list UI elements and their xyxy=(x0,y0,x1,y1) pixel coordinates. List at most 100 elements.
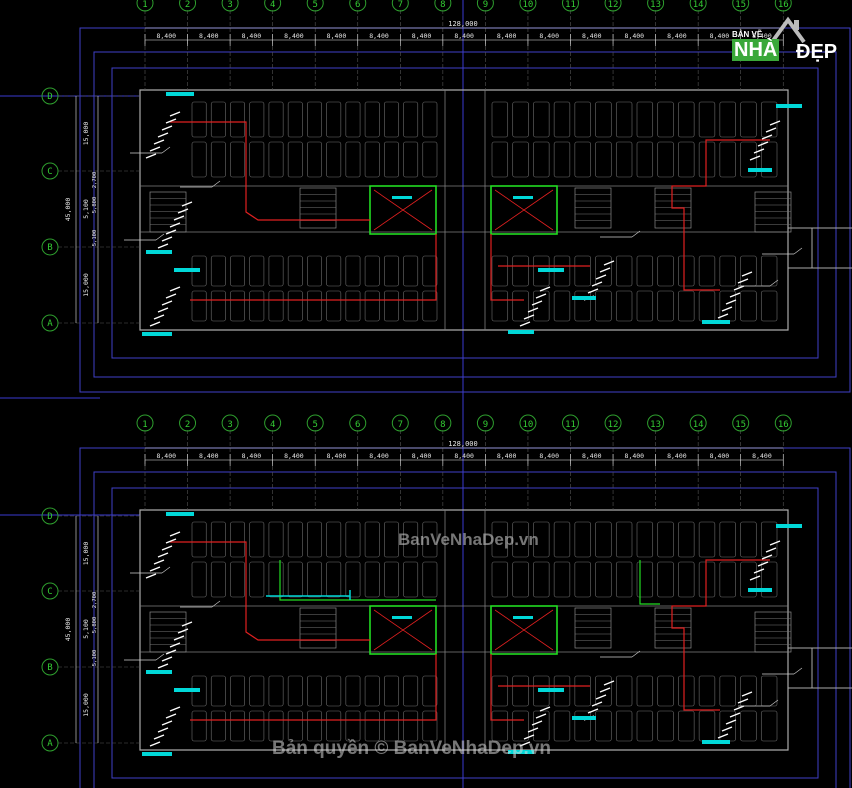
riser xyxy=(603,260,615,266)
pipe-run xyxy=(671,559,770,711)
desk-block xyxy=(364,141,380,178)
desk-block xyxy=(326,710,342,742)
desk-block xyxy=(719,141,736,178)
desk-block xyxy=(307,255,322,287)
desk-block xyxy=(249,710,265,742)
overall-dim: 45,000 xyxy=(64,618,72,642)
column-label: 16 xyxy=(778,420,789,430)
bay-dim: 8,400 xyxy=(454,32,474,40)
grid-bubble xyxy=(774,0,792,12)
desk-block xyxy=(268,101,284,138)
desk-block xyxy=(678,141,695,178)
stair-core xyxy=(299,607,337,649)
grid-bubble xyxy=(519,0,537,12)
desk-block xyxy=(345,710,361,742)
desk-block xyxy=(422,521,438,558)
riser xyxy=(531,300,543,306)
riser xyxy=(173,635,185,641)
pipe-tag xyxy=(776,524,802,528)
desk-block xyxy=(760,675,778,707)
desk-block xyxy=(574,521,591,558)
desk-block xyxy=(574,290,591,322)
column-label: 12 xyxy=(608,0,619,10)
riser xyxy=(145,573,157,579)
pipe-tag xyxy=(538,688,564,692)
annotation-leader xyxy=(793,247,803,255)
pipe-tag xyxy=(174,268,200,272)
riser xyxy=(165,293,177,299)
desk-block xyxy=(345,521,361,558)
grid-bubble xyxy=(562,0,579,12)
desk-block xyxy=(422,710,438,742)
desk-block xyxy=(403,561,419,598)
desk-block xyxy=(698,141,716,178)
desk-block xyxy=(553,141,571,178)
column-label: 4 xyxy=(270,420,275,430)
desk-block xyxy=(533,561,550,598)
annotation-leader xyxy=(631,650,641,658)
desk-block xyxy=(287,141,303,178)
desk-block xyxy=(678,521,695,558)
riser xyxy=(717,733,729,739)
shaft xyxy=(369,185,437,235)
desk-block xyxy=(249,521,265,558)
grid-bubble xyxy=(604,414,622,432)
bay-dim: 8,400 xyxy=(156,452,176,460)
desk-block xyxy=(636,255,654,287)
desk-block xyxy=(345,255,361,287)
column-label: 7 xyxy=(398,420,403,430)
riser xyxy=(717,313,729,319)
feeder-line xyxy=(279,560,436,601)
bay-dim: 8,400 xyxy=(156,32,176,40)
desk-block xyxy=(698,290,716,322)
desk-block xyxy=(574,561,591,598)
desk-block xyxy=(657,255,674,287)
column-label: 8 xyxy=(440,0,445,10)
riser xyxy=(161,720,173,726)
annotation-leader xyxy=(161,566,171,574)
grid-bubble xyxy=(41,238,59,256)
row-label: D xyxy=(47,92,52,102)
desk-block xyxy=(719,255,736,287)
desk-block xyxy=(287,521,303,558)
annotation-leader xyxy=(161,146,171,154)
riser xyxy=(753,148,765,154)
column-label: 3 xyxy=(227,0,232,10)
riser xyxy=(169,531,181,537)
grid-bubble xyxy=(41,658,59,676)
building-outline xyxy=(139,89,789,331)
bay-dim: 8,400 xyxy=(497,32,517,40)
desk-block xyxy=(491,521,509,558)
logo-line1: BẢN VẼ xyxy=(732,30,763,39)
grid-bubble xyxy=(41,582,59,600)
pipe-tag xyxy=(166,512,194,516)
desk-block xyxy=(249,101,265,138)
desk-block xyxy=(574,141,591,178)
desk-block xyxy=(384,561,399,598)
desk-block xyxy=(595,561,612,598)
column-label: 10 xyxy=(523,420,534,430)
desk-block xyxy=(553,290,571,322)
desk-block xyxy=(553,521,571,558)
riser xyxy=(157,552,169,558)
riser xyxy=(169,642,181,648)
desk-block xyxy=(553,561,571,598)
desk-block xyxy=(719,675,736,707)
grid-bubble xyxy=(264,0,282,12)
riser xyxy=(595,274,607,280)
column-label: 12 xyxy=(608,420,619,430)
pipe-tag xyxy=(166,92,194,96)
desk-block xyxy=(678,675,695,707)
bay-dim: 8,400 xyxy=(752,32,772,40)
bay-dim: 8,400 xyxy=(752,452,772,460)
desk-block xyxy=(249,561,265,598)
stair-core xyxy=(149,191,187,233)
desk-block xyxy=(698,101,716,138)
desk-block xyxy=(491,290,509,322)
shaft-tag xyxy=(513,196,533,199)
outer-frame xyxy=(79,27,851,393)
bay-dim: 8,400 xyxy=(327,452,347,460)
annotation-leader xyxy=(211,180,221,188)
desk-block xyxy=(422,255,438,287)
